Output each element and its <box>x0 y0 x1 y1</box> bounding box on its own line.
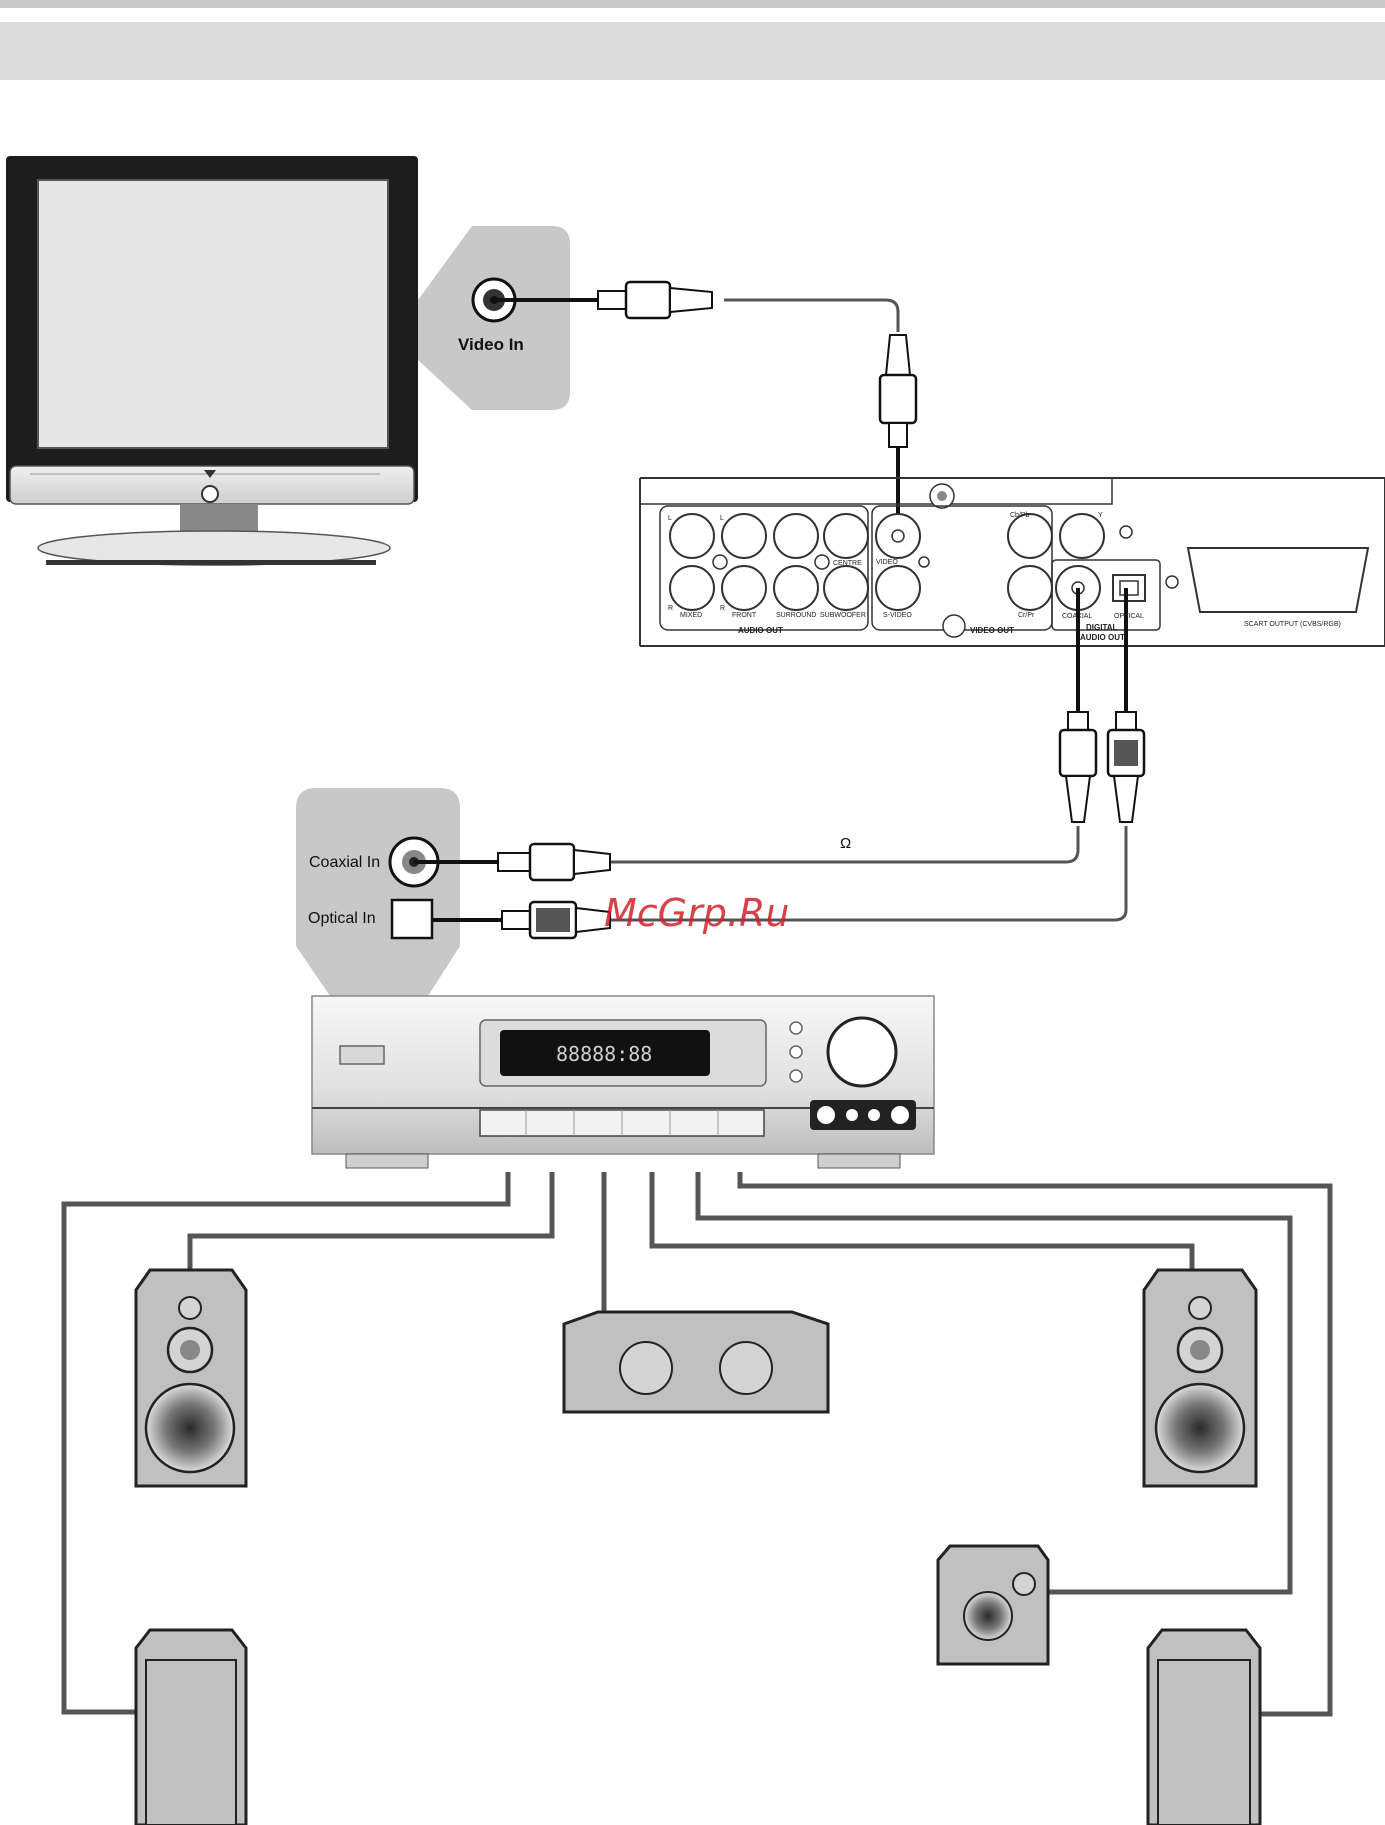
receiver-display: 88888:88 <box>556 1042 652 1066</box>
label-video: VIDEO <box>876 559 898 566</box>
optical-in-label: Optical In <box>308 910 376 927</box>
receiver-input-callout: Coaxial In Optical In <box>296 788 460 996</box>
label-crpr: Cr/Pr <box>1018 612 1035 619</box>
rear-right-speaker <box>1146 1628 1262 1825</box>
coaxial-connector <box>414 842 611 882</box>
label-r1: R <box>668 605 673 612</box>
label-surround: SURROUND <box>776 612 816 619</box>
video-in-label: Video In <box>458 335 524 354</box>
label-digital: DIGITAL <box>1086 623 1118 632</box>
top-rule <box>0 0 1385 8</box>
cable-symbol: Ω <box>840 835 851 852</box>
front-right-speaker <box>1142 1268 1258 1488</box>
label-front: FRONT <box>732 612 757 619</box>
television <box>6 156 418 566</box>
coaxial-in-label: Coaxial In <box>309 854 380 871</box>
video-cable <box>494 280 918 536</box>
speaker-wiring <box>61 1172 1333 1717</box>
av-receiver: 88888:88 <box>311 995 935 1169</box>
label-digital-audio-out: AUDIO OUT <box>1080 633 1125 642</box>
front-left-speaker <box>134 1268 248 1488</box>
label-video-out: VIDEO OUT <box>970 626 1014 635</box>
label-y: Y <box>1098 512 1103 519</box>
centre-speaker <box>562 1310 830 1414</box>
label-svideo: S-VIDEO <box>883 612 912 619</box>
header-band <box>0 22 1385 80</box>
label-optical: OPTICAL <box>1114 613 1144 620</box>
label-mixed: MIXED <box>680 612 702 619</box>
label-l1: L <box>668 515 672 522</box>
digital-cables-vertical <box>608 588 1146 922</box>
label-scart: SCART OUTPUT (CVBS/RGB) <box>1244 621 1341 628</box>
watermark: McGrp.Ru <box>604 891 789 935</box>
optical-connector <box>432 900 611 940</box>
dvd-rear-panel: L L R R MIXED FRONT SURROUND SUBWOOFER C… <box>639 477 1385 647</box>
label-r2: R <box>720 605 725 612</box>
subwoofer <box>936 1544 1050 1666</box>
tv-input-callout: Video In <box>418 226 570 410</box>
label-centre: CENTRE <box>833 560 862 567</box>
label-subwoofer: SUBWOOFER <box>820 612 866 619</box>
label-l2: L <box>720 515 724 522</box>
label-audio-out: AUDIO OUT <box>738 626 783 635</box>
rear-left-speaker <box>134 1628 248 1825</box>
label-cbpb: Cb/Pb <box>1010 512 1030 519</box>
